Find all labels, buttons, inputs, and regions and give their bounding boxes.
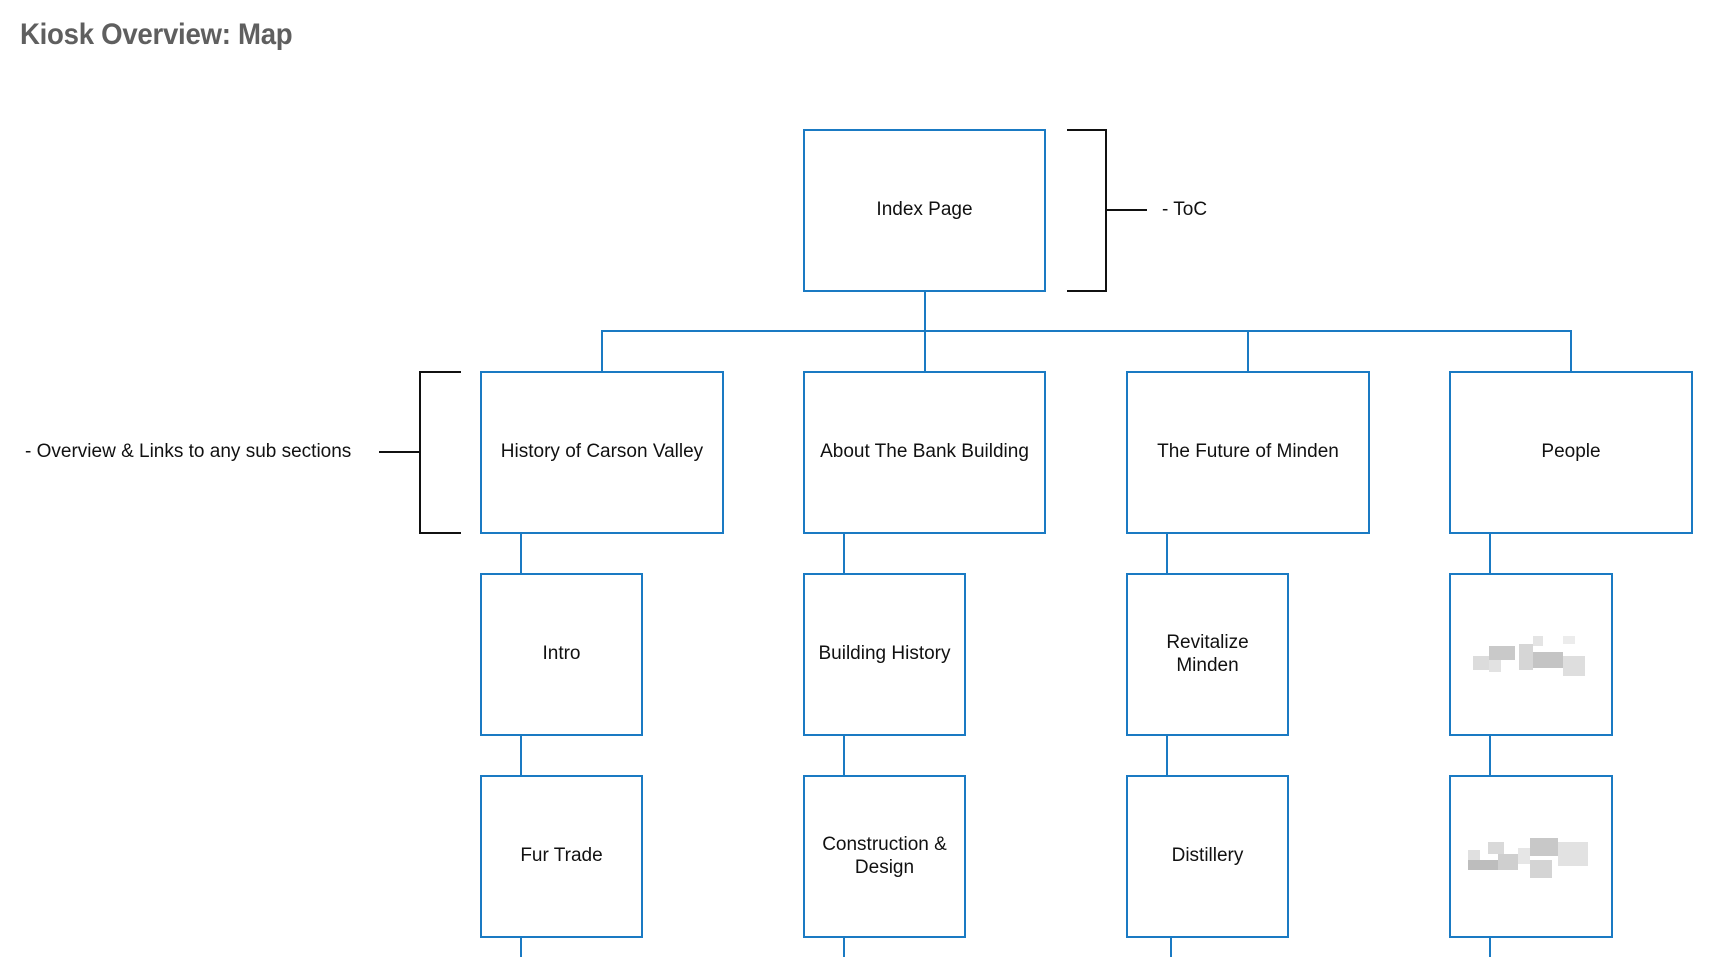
child-label: Construction & Design bbox=[822, 833, 947, 878]
section-bracket-pointer bbox=[379, 451, 419, 453]
toc-bracket-bottom bbox=[1067, 290, 1107, 292]
child-node-intro[interactable]: Intro bbox=[480, 573, 643, 736]
section-label: About The Bank Building bbox=[820, 441, 1029, 463]
section-bracket-top bbox=[419, 371, 461, 373]
child-label: Revitalize Minden bbox=[1166, 631, 1249, 676]
connector-sections-bus bbox=[601, 330, 1572, 332]
toc-bracket-spine bbox=[1105, 129, 1107, 292]
connector-root-stem bbox=[924, 292, 926, 332]
redacted-name-blur bbox=[1468, 837, 1588, 878]
connector-section-3-continue bbox=[1170, 938, 1172, 957]
child-node-building-history[interactable]: Building History bbox=[803, 573, 966, 736]
connector-section-4-child-1 bbox=[1489, 534, 1491, 573]
child-node-fur-trade[interactable]: Fur Trade bbox=[480, 775, 643, 938]
section-node-history[interactable]: History of Carson Valley bbox=[480, 371, 724, 534]
connector-section-1-child-2 bbox=[520, 736, 522, 775]
connector-drop-section-4 bbox=[1570, 330, 1572, 372]
child-label: Fur Trade bbox=[520, 845, 603, 867]
section-bracket-spine bbox=[419, 371, 421, 534]
section-bracket-bottom bbox=[419, 532, 461, 534]
section-node-future-minden[interactable]: The Future of Minden bbox=[1126, 371, 1370, 534]
child-node-revitalize-minden[interactable]: Revitalize Minden bbox=[1126, 573, 1289, 736]
connector-section-4-continue bbox=[1489, 938, 1491, 957]
child-node-distillery[interactable]: Distillery bbox=[1126, 775, 1289, 938]
child-label: Distillery bbox=[1171, 845, 1244, 867]
connector-section-3-child-2 bbox=[1166, 736, 1168, 775]
connector-drop-section-1 bbox=[601, 330, 603, 372]
connector-section-2-child-1 bbox=[843, 534, 845, 573]
connector-section-2-child-2 bbox=[843, 736, 845, 775]
index-page-node[interactable]: Index Page bbox=[803, 129, 1046, 292]
connector-section-1-child-1 bbox=[520, 534, 522, 573]
connector-drop-section-2 bbox=[924, 330, 926, 372]
section-label: The Future of Minden bbox=[1157, 441, 1339, 463]
section-label: People bbox=[1541, 441, 1601, 463]
child-label: Intro bbox=[542, 643, 581, 665]
child-label: Building History bbox=[818, 643, 951, 665]
section-node-people[interactable]: People bbox=[1449, 371, 1693, 534]
index-page-label: Index Page bbox=[876, 199, 973, 221]
toc-bracket-top bbox=[1067, 129, 1107, 131]
connector-section-4-child-2 bbox=[1489, 736, 1491, 775]
child-node-person-2[interactable] bbox=[1449, 775, 1613, 938]
connector-section-3-child-1 bbox=[1166, 534, 1168, 573]
section-note: - Overview & Links to any sub sections bbox=[25, 441, 352, 462]
connector-section-2-continue bbox=[843, 938, 845, 957]
toc-note: - ToC bbox=[1162, 199, 1208, 220]
child-node-construction-design[interactable]: Construction & Design bbox=[803, 775, 966, 938]
toc-bracket-pointer bbox=[1107, 209, 1147, 211]
section-node-bank-building[interactable]: About The Bank Building bbox=[803, 371, 1046, 534]
connector-drop-section-3 bbox=[1247, 330, 1249, 372]
child-node-person-1[interactable] bbox=[1449, 573, 1613, 736]
redacted-name-blur bbox=[1473, 635, 1585, 676]
section-label: History of Carson Valley bbox=[500, 441, 704, 463]
connector-section-1-continue bbox=[520, 938, 522, 957]
page-title: Kiosk Overview: Map bbox=[20, 18, 293, 51]
